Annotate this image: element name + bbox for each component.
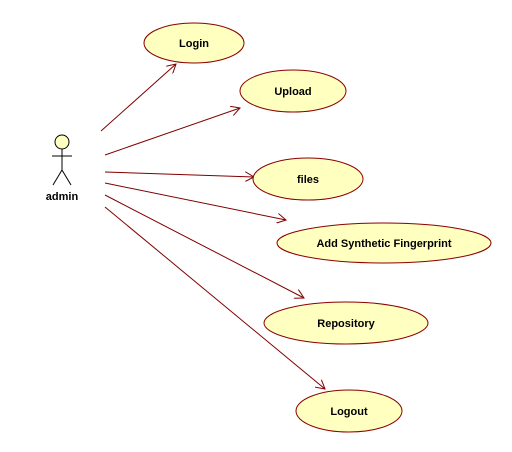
use-case-add-synthetic-fingerprint[interactable]: Add Synthetic Fingerprint	[276, 222, 492, 264]
actor-admin[interactable]: admin	[46, 134, 79, 203]
use-case-ellipse	[143, 22, 245, 64]
use-case-repository[interactable]: Repository	[263, 301, 429, 345]
actor-left-leg	[52, 169, 63, 186]
association-login	[100, 64, 176, 132]
use-case-label: Upload	[274, 86, 311, 98]
use-case-label: Repository	[317, 318, 375, 330]
associations	[100, 64, 325, 389]
use-case-label: Logout	[330, 406, 368, 418]
actor-label: admin	[46, 191, 79, 203]
association-logout	[104, 206, 325, 389]
use-case-login[interactable]: Login	[143, 22, 245, 64]
use-case-label: files	[297, 174, 319, 186]
use-case-ellipse	[263, 301, 429, 345]
use-case-files[interactable]: files	[252, 157, 364, 201]
use-case-ellipse	[295, 389, 403, 433]
actor-head	[54, 134, 70, 150]
use-case-upload[interactable]: Upload	[239, 69, 347, 113]
use-case-logout[interactable]: Logout	[295, 389, 403, 433]
association-files	[104, 171, 254, 177]
use-case-ellipse	[276, 222, 492, 264]
use-case-label: Login	[179, 38, 209, 50]
use-case-ellipse	[239, 69, 347, 113]
association-upload	[104, 108, 240, 156]
use-case-label: Add Synthetic Fingerprint	[316, 238, 451, 250]
actor-right-leg	[61, 169, 72, 186]
association-add-synthetic-fingerprint	[104, 182, 286, 220]
use-case-ellipse	[252, 157, 364, 201]
association-repository	[104, 194, 304, 298]
